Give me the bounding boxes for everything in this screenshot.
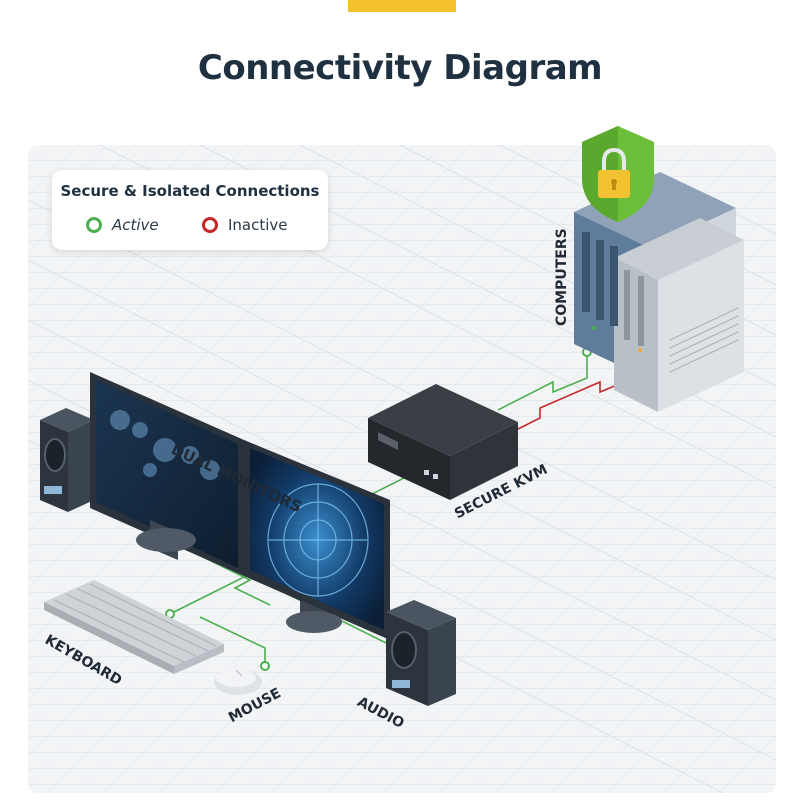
monitor-icon (244, 440, 390, 640)
legend-title: Secure & Isolated Connections (60, 182, 320, 200)
legend-item-active: Active (86, 216, 159, 234)
speaker-icon (386, 600, 456, 706)
kvm-switch-icon (368, 384, 518, 500)
shield-lock-icon (582, 126, 654, 222)
speaker-icon (40, 408, 94, 512)
legend-inactive-label: Inactive (228, 216, 288, 234)
legend-item-inactive: Inactive (202, 216, 288, 234)
active-dot-icon (86, 217, 102, 233)
mouse-icon (214, 669, 262, 695)
computer-tower-icon (574, 172, 744, 412)
monitor-icon (90, 372, 244, 576)
inactive-dot-icon (202, 217, 218, 233)
accent-bar (348, 0, 456, 12)
legend: Secure & Isolated Connections Active Ina… (52, 170, 328, 250)
label-computers: COMPUTERS (554, 228, 570, 326)
page-title: Connectivity Diagram (197, 48, 603, 88)
keyboard-icon (44, 580, 224, 674)
legend-active-label: Active (112, 216, 159, 234)
